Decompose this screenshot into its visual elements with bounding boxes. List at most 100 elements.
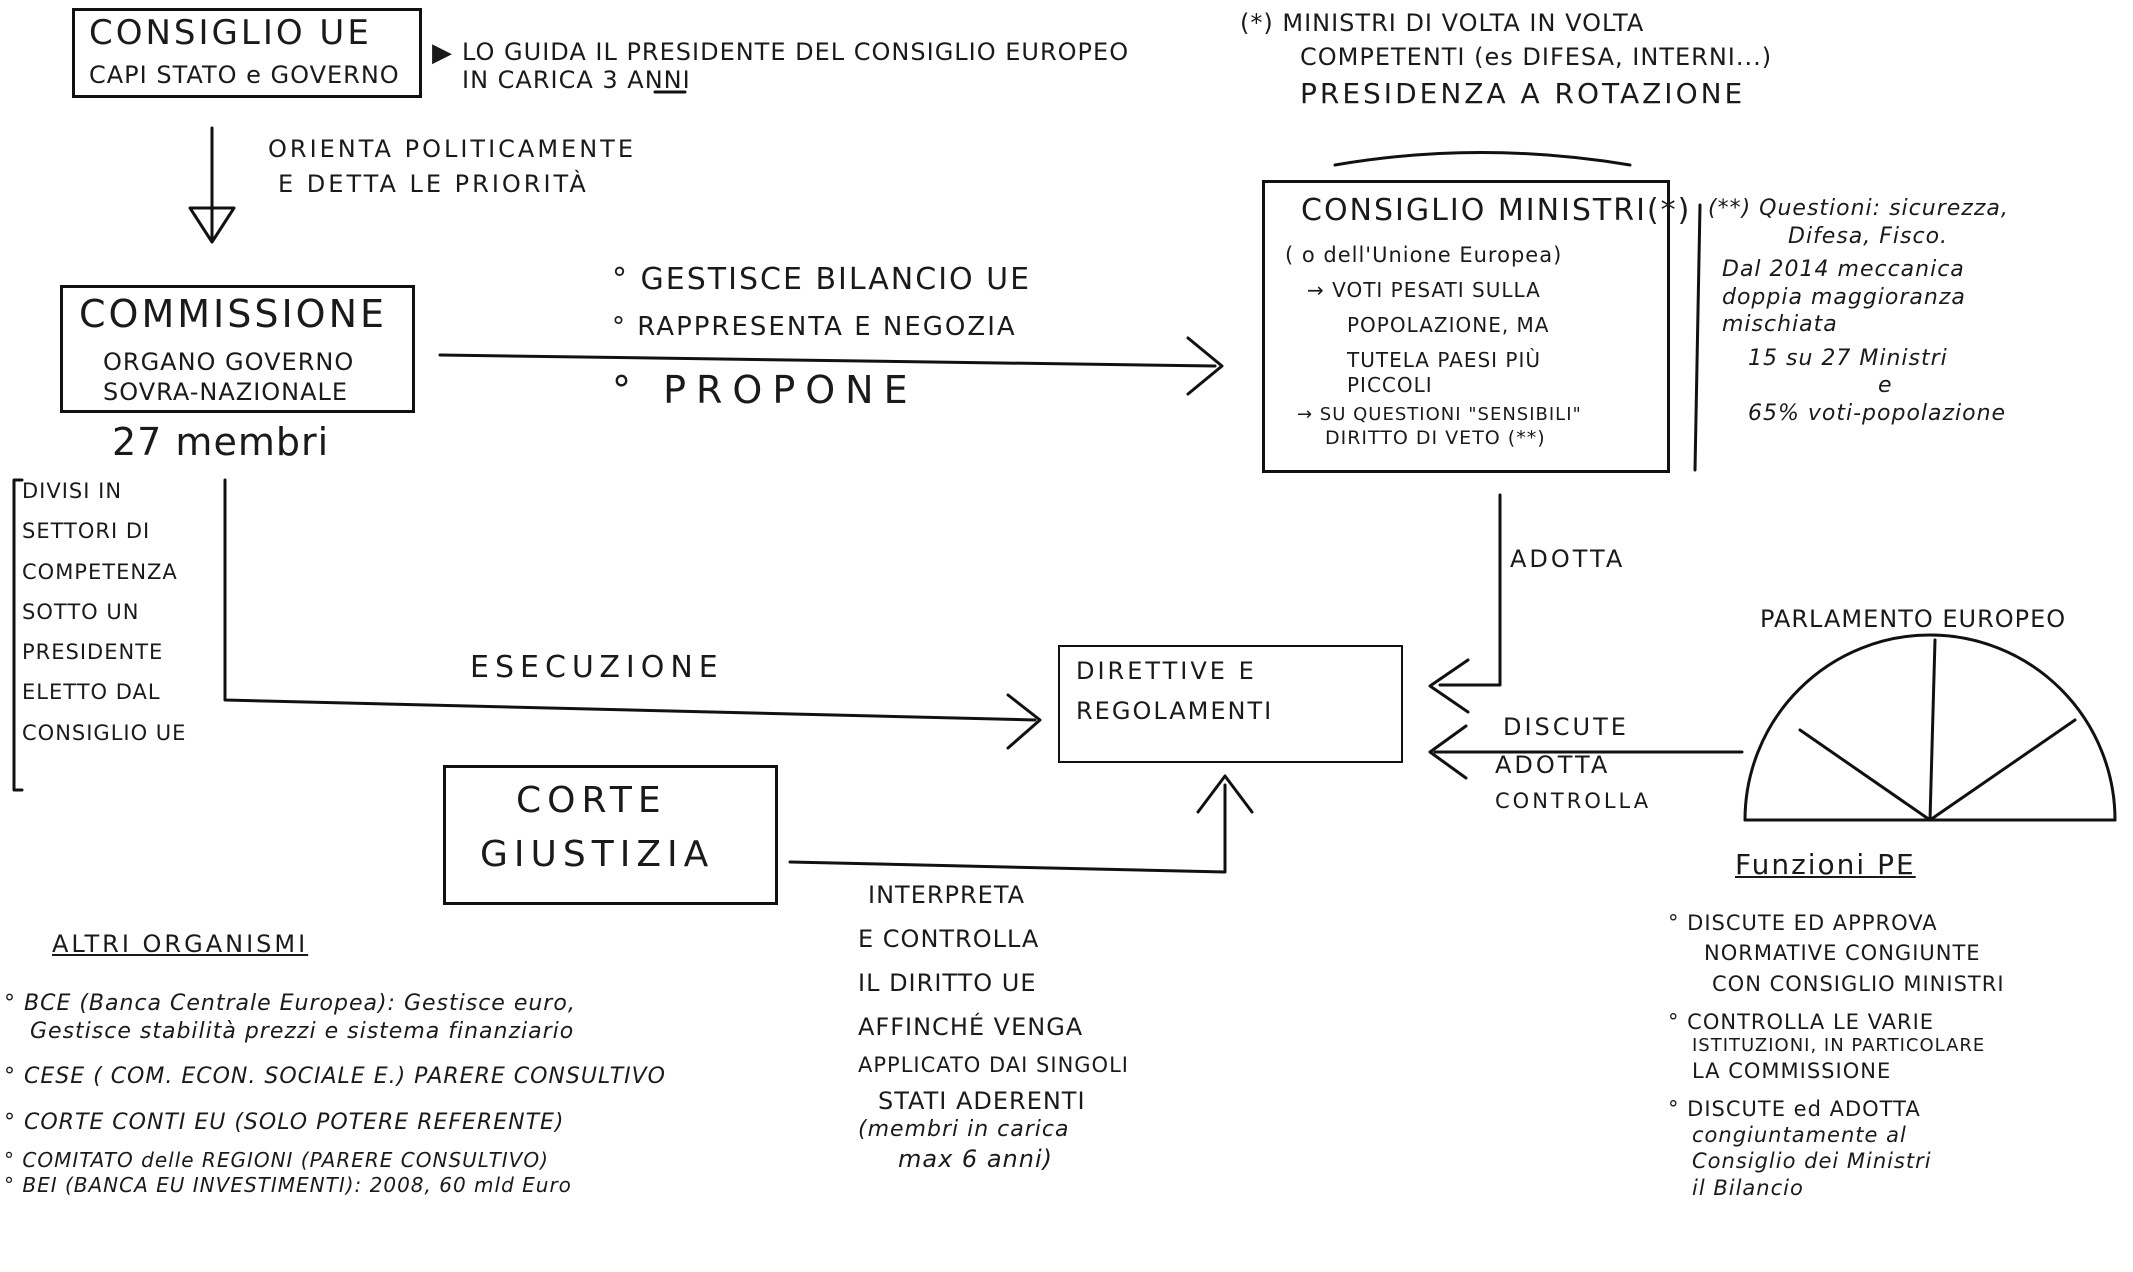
arrow-corte-to-direttive	[788, 783, 1227, 874]
ministri-right-line: e	[1878, 373, 1893, 398]
commissione-to-ministri-1: ° GESTISCE BILANCIO UE	[612, 262, 1032, 297]
hemicycle-divider-3	[1928, 718, 2077, 822]
altri-item-line: ° COMITATO delle REGIONI (PARERE CONSULT…	[4, 1148, 549, 1172]
hemicycle-divider-1	[1798, 728, 1932, 822]
commissione-title: COMMISSIONE	[79, 292, 388, 336]
label-rappresenta: RAPPRESENTA E NEGOZIA	[637, 312, 1017, 342]
arrowhead-corte-to-direttive	[1196, 774, 1254, 814]
ministri-right-line: 65% voti-popolazione	[1748, 400, 2007, 426]
ministri-right-line: 15 su 27 Ministri	[1748, 345, 1948, 371]
parlamento-action: DISCUTE	[1503, 713, 1629, 741]
altri-organismi-title: ALTRI ORGANISMI	[52, 930, 309, 958]
altri-item-line: ° BCE (Banca Centrale Europea): Gestisce…	[4, 991, 576, 1016]
parlamento-action: ADOTTA	[1495, 751, 1611, 779]
ministri-title: CONSIGLIO MINISTRI(*)	[1301, 193, 1692, 228]
ministri-right-line: Difesa, Fisco.	[1788, 223, 1949, 249]
arrowhead-execution	[1006, 693, 1042, 750]
arrow-commissione-execution	[223, 478, 1037, 722]
ministri-point: PICCOLI	[1347, 373, 1433, 397]
corte-label-line: AFFINCHÉ VENGA	[858, 1013, 1084, 1041]
corte-label-line: INTERPRETA	[868, 881, 1026, 909]
funzioni-item-line: NORMATIVE CONGIUNTE	[1704, 941, 1981, 966]
altri-organismi-list: ° BCE (Banca Centrale Europea): Gestisce…	[4, 990, 666, 1198]
ministri-point: → VOTI PESATI SULLA	[1307, 278, 1541, 302]
ministri-points: → VOTI PESATI SULLA POPOLAZIONE, MA TUTE…	[1275, 278, 1582, 450]
parlamento-action: CONTROLLA	[1495, 789, 1652, 813]
arrowhead-ministri-adotta	[1428, 658, 1470, 714]
side-note-line: ELETTO DAL	[22, 680, 161, 705]
ministri-point: POPOLAZIONE, MA	[1347, 313, 1550, 337]
corte-label-line: STATI ADERENTI	[878, 1087, 1086, 1116]
arrow-ministri-adotta	[1438, 493, 1502, 687]
label-propone: PROPONE	[663, 368, 918, 412]
altri-item-line: Gestisce stabilità prezzi e sistema fina…	[30, 1018, 575, 1044]
direttive-line-1: DIRETTIVE E	[1076, 657, 1257, 685]
ministri-point: → SU QUESTIONI "SENSIBILI"	[1297, 404, 1582, 425]
corte-label-line: E CONTROLLA	[858, 925, 1040, 953]
corte-label-line: (membri in carica	[858, 1117, 1070, 1143]
commissione-side-note: DIVISI IN SETTORI DI COMPETENZA SOTTO UN…	[22, 478, 186, 746]
consiglio-ue-box: CONSIGLIO UE CAPI STATO e GOVERNO	[72, 8, 422, 98]
parlamento-to-direttive: DISCUTE ADOTTA CONTROLLA	[1495, 712, 1651, 814]
ministri-point: TUTELA PAESI PIÙ	[1347, 348, 1541, 372]
corte-line-1: CORTE	[516, 780, 667, 821]
altri-item-line: ° CESE ( COM. ECON. SOCIALE E.) PARERE C…	[4, 1064, 667, 1089]
side-note-line: CONSIGLIO UE	[22, 720, 187, 745]
ministri-note-right: (**) Questioni: sicurezza, Difesa, Fisco…	[1708, 195, 2009, 427]
ministri-right-line: mischiata	[1722, 312, 1838, 337]
ministri-note-line: (*) MINISTRI DI VOLTA IN VOLTA	[1240, 9, 1645, 37]
commissione-to-ministri-2: ° RAPPRESENTA E NEGOZIA	[612, 312, 1017, 342]
ministri-right-line: Dal 2014 meccanica	[1722, 257, 1965, 282]
bracket-ministri-right	[1693, 203, 1702, 472]
bracket-ministri-note	[1333, 151, 1632, 167]
hemicycle-divider-2	[1928, 638, 1937, 822]
altri-item-line: ° BEI (BANCA EU INVESTIMENTI): 2008, 60 …	[4, 1173, 572, 1197]
commissione-subtitle-1: ORGANO GOVERNO	[103, 348, 355, 376]
side-note-line: DIVISI IN	[22, 479, 123, 503]
consiglio-ministri-box: CONSIGLIO MINISTRI(*) ( o dell'Unione Eu…	[1262, 180, 1689, 473]
funzioni-item-line: ISTITUZIONI, IN PARTICOLARE	[1692, 1035, 1986, 1056]
funzioni-item-line: ° DISCUTE ED APPROVA	[1668, 911, 1938, 935]
corte-label-line: max 6 anni)	[898, 1144, 1053, 1173]
ministri-subtitle: ( o dell'Unione Europea)	[1285, 243, 1563, 267]
funzioni-item-line: ° CONTROLLA LE VARIE	[1668, 1009, 1935, 1034]
ministri-note-line: COMPETENTI (es DIFESA, INTERNI...)	[1300, 43, 1773, 71]
parlamento-title: PARLAMENTO EUROPEO	[1760, 605, 2067, 633]
arrowhead-consiglio-to-commissione	[188, 206, 236, 244]
adotta-label: ADOTTA	[1510, 545, 1626, 573]
ministri-right-line: doppia maggioranza	[1722, 284, 1966, 310]
execution-label: ESECUZIONE	[470, 650, 724, 685]
corte-box: CORTE GIUSTIZIA	[443, 765, 778, 905]
corte-label-line: IL DIRITTO UE	[858, 969, 1037, 997]
direttive-line-2: REGOLAMENTI	[1076, 697, 1274, 725]
ministri-right-line: (**) Questioni: sicurezza,	[1708, 196, 2009, 221]
bracket-commissione-side	[12, 478, 24, 792]
side-note-line: SOTTO UN	[22, 599, 140, 624]
side-note-line: PRESIDENTE	[22, 640, 164, 664]
commissione-to-ministri-3: ° PROPONE	[612, 368, 918, 412]
corte-label: INTERPRETA E CONTROLLA IL DIRITTO UE AFF…	[858, 880, 1129, 1174]
consiglio-ue-note-1: LO GUIDA IL PRESIDENTE DEL CONSIGLIO EUR…	[462, 38, 1130, 66]
commissione-members: 27 membri	[112, 420, 330, 464]
consiglio-ue-title: CONSIGLIO UE	[89, 13, 372, 53]
arrowhead-parlamento-to-direttive	[1428, 724, 1468, 780]
consiglio-ue-note-arrow: ▶	[432, 38, 453, 68]
funzioni-item-line: Consiglio dei Ministri	[1692, 1149, 1932, 1174]
ministri-note-top: (*) MINISTRI DI VOLTA IN VOLTA COMPETENT…	[1240, 8, 1772, 111]
orienta-label-2: E DETTA LE PRIORITÀ	[278, 170, 589, 198]
direttive-box: DIRETTIVE E REGOLAMENTI	[1058, 645, 1403, 763]
funzioni-item-line: il Bilancio	[1692, 1175, 1804, 1200]
orienta-label-1: ORIENTA POLITICAMENTE	[268, 135, 636, 163]
side-note-line: SETTORI DI	[22, 519, 151, 544]
consiglio-ue-note-2: IN CARICA 3 ANNI	[462, 66, 691, 94]
funzioni-list: ° DISCUTE ED APPROVA NORMATIVE CONGIUNTE…	[1668, 910, 2005, 1201]
arrowhead-commissione-to-ministri	[1186, 336, 1224, 396]
corte-label-line: APPLICATO DAI SINGOLI	[858, 1053, 1129, 1077]
consiglio-ue-subtitle: CAPI STATO e GOVERNO	[89, 61, 400, 89]
side-note-line: COMPETENZA	[22, 559, 178, 584]
commissione-subtitle-2: SOVRA-NAZIONALE	[103, 378, 349, 406]
parlamento-hemicycle	[1743, 633, 2117, 822]
funzioni-item-line: congiuntamente al	[1692, 1123, 1907, 1147]
label-gestisce: GESTISCE BILANCIO UE	[640, 262, 1032, 297]
